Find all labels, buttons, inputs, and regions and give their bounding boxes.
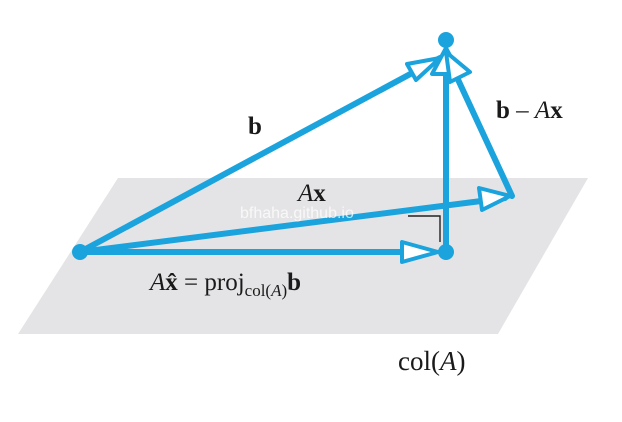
arrowhead-Ax [477, 186, 512, 212]
label-projection: Ax̂ = projcol(A)b [148, 269, 301, 300]
watermark: bfhaha.github.io [240, 205, 354, 222]
label-column-space: col(A) [398, 346, 465, 376]
origin-point [72, 244, 88, 260]
vector-b-minus-Ax [445, 55, 515, 199]
points [72, 32, 454, 260]
arrowhead-proj [400, 240, 440, 264]
vectors [77, 55, 515, 255]
label-b: b [248, 113, 262, 140]
b-point [438, 32, 454, 48]
arrowheads [400, 46, 512, 264]
projection-point [438, 244, 454, 260]
label-b-minus-Ax: b – Ax [496, 97, 563, 124]
vector-Ax [77, 195, 508, 255]
arrowhead-b-minus-Ax [444, 50, 472, 84]
right-angle-marker [408, 215, 441, 242]
label-Ax: Ax [296, 180, 326, 207]
vector-b [77, 55, 443, 255]
arrowhead-b [405, 56, 442, 82]
